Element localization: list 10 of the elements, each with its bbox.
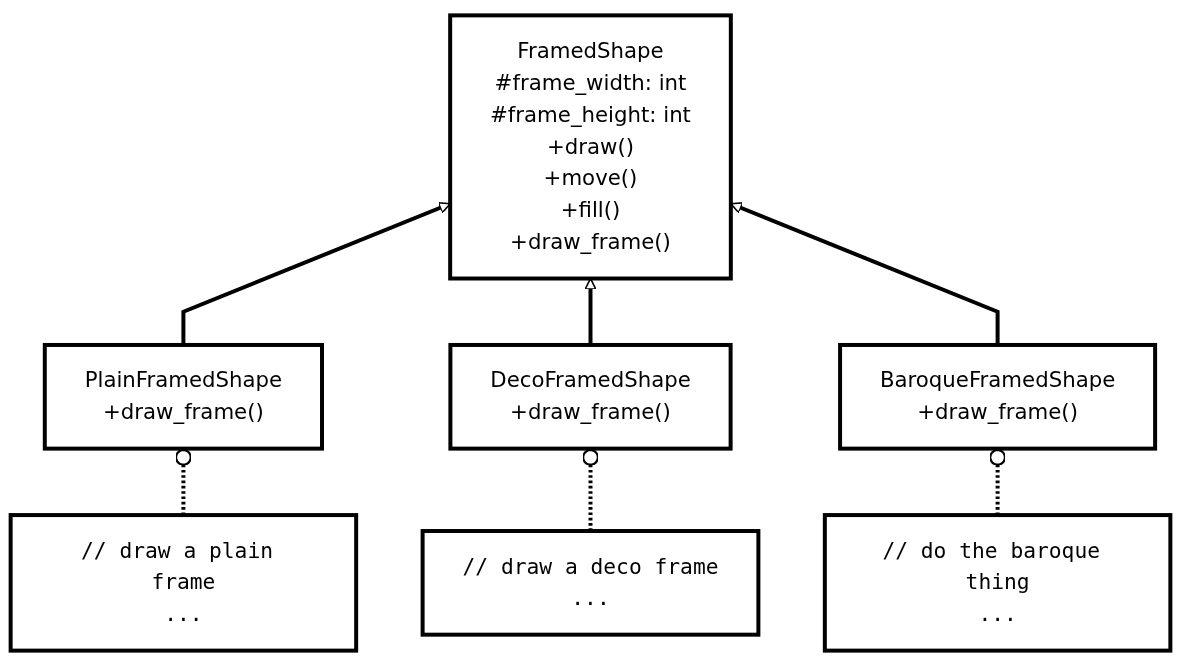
node-box: BaroqueFramedShape +draw_frame() — [838, 342, 1158, 451]
connector — [989, 448, 1006, 516]
node-box: // do the baroque thing ... — [822, 513, 1173, 653]
node-box: // draw a plain frame ... — [8, 513, 359, 653]
node-box: // draw a deco frame ... — [420, 529, 761, 637]
connector — [175, 448, 192, 516]
node-box: DecoFramedShape +draw_frame() — [448, 342, 733, 451]
connector — [582, 448, 599, 531]
node-box: PlainFramedShape +draw_frame() — [42, 342, 324, 451]
node-box: FramedShape #frame_width: int #frame_height: int +draw() +move() +fill() +draw_frame() — [448, 13, 733, 281]
